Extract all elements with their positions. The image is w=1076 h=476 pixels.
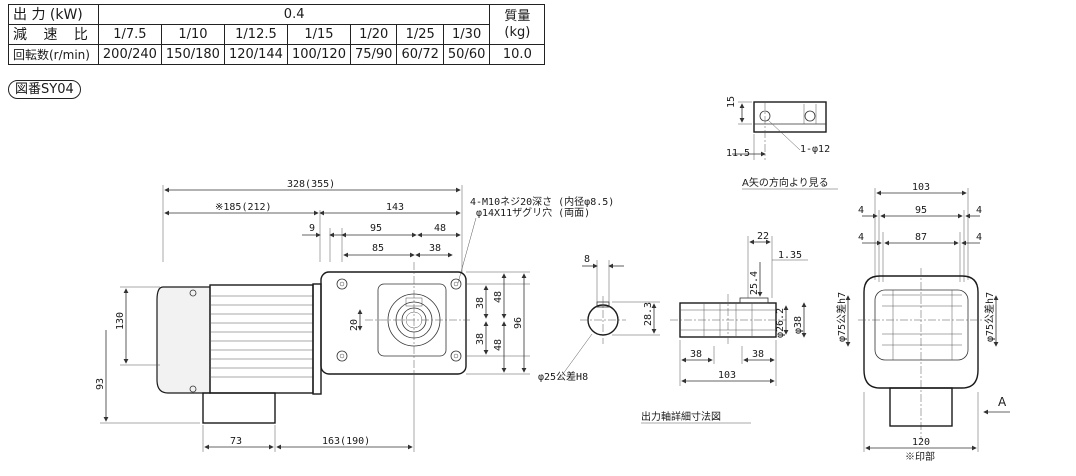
dim-328: 328(355) <box>287 179 335 190</box>
dim-95-side: 95 <box>915 205 927 216</box>
motor-endcap <box>156 286 211 394</box>
shaft-detail: 8 28.3 φ25公差H8 22 1.35 25.4 φ26.2 φ38 <box>538 231 808 424</box>
rpm-cell: 50/60 <box>442 44 491 65</box>
dim-11-5: 11.5 <box>726 148 750 159</box>
dim-103-side: 103 <box>912 182 930 193</box>
dim-26-2: φ26.2 <box>775 308 786 338</box>
screw-note-1: 4-M10ネジ20深さ (内径φ8.5) <box>470 195 614 208</box>
rpm-cell: 75/90 <box>349 44 398 65</box>
bore-tolerance: φ25公差H8 <box>538 370 588 383</box>
dim-73: 73 <box>230 436 242 447</box>
dim-38: 38 <box>429 243 441 254</box>
dim-25-4: 25.4 <box>749 271 760 295</box>
arrow-view-caption: A矢の方向より見る <box>742 176 829 189</box>
motor-terminal-box <box>202 392 276 424</box>
arrow-view: 15 11.5 1-φ12 A矢の方向より見る <box>726 96 838 190</box>
dim-163: 163(190) <box>322 436 370 447</box>
side-view: 103 95 4 4 87 4 4 φ75公差h7 φ75公差h7 <box>835 182 1010 463</box>
dim-87: 87 <box>915 232 927 243</box>
side-terminal-box <box>889 387 953 427</box>
side-housing <box>863 275 979 389</box>
dim-22: 22 <box>757 231 769 242</box>
rpm-cell: 60/72 <box>396 44 444 65</box>
dim-38-left: 38 <box>690 349 702 360</box>
mass-label-1: 質量 <box>504 8 531 24</box>
screw-hole-icon <box>450 278 462 290</box>
dim-48: 48 <box>434 223 446 234</box>
motor-flange <box>312 283 322 395</box>
mass-label-2: (kg) <box>504 24 531 40</box>
dim-95: 95 <box>370 223 382 234</box>
mass-value: 10.0 <box>489 44 546 65</box>
foot-outline <box>753 101 827 133</box>
mount-hole <box>804 110 816 122</box>
dim-75-right: φ75公差h7 <box>983 292 996 342</box>
dim-75-left: φ75公差h7 <box>835 292 848 342</box>
cooling-fins <box>210 295 313 378</box>
dim-38-upper: 38 <box>475 297 486 309</box>
dim-48-upper: 48 <box>493 291 504 303</box>
dim-143: 143 <box>386 202 404 213</box>
screw-hole-icon <box>450 350 462 362</box>
dim-93: 93 <box>95 378 106 390</box>
dim-4-b: 4 <box>976 205 982 216</box>
hole-callout: 1-φ12 <box>800 144 830 155</box>
table-row: 減 速 比 1/7.5 1/10 1/12.5 1/15 1/20 1/25 1… <box>8 24 545 45</box>
view-arrow-a: A <box>998 395 1007 409</box>
dim-4-a: 4 <box>858 205 864 216</box>
dim-120: 120 <box>912 437 930 448</box>
spec-table: 出 力 (kW) 0.4 質量 (kg) 減 速 比 1/7.5 1/10 1/… <box>8 4 546 65</box>
dim-96: 96 <box>513 317 524 329</box>
dim-8: 8 <box>584 254 590 265</box>
dim-48-lower: 48 <box>493 339 504 351</box>
dim-28-3: 28.3 <box>643 302 654 326</box>
note-mark: ※印部 <box>905 450 935 463</box>
shaft-detail-caption: 出力軸詳細寸法図 <box>641 410 721 423</box>
dim-130: 130 <box>115 312 126 330</box>
figure-label: 図番SY04 <box>8 80 81 99</box>
dim-38-right: 38 <box>752 349 764 360</box>
rpm-label: 回転数(r/min) <box>8 44 99 65</box>
ratio-cell: 1/12.5 <box>223 24 288 45</box>
bolt-icon <box>189 289 197 297</box>
main-view: 328(355) ※185(212) 143 9 95 48 85 38 4-M… <box>95 179 614 452</box>
table-row: 回転数(r/min) 200/240 150/180 120/144 100/1… <box>8 44 546 65</box>
rpm-cell: 200/240 <box>97 44 162 65</box>
bolt-icon <box>189 385 197 393</box>
gearbox-housing <box>320 271 467 375</box>
screw-note-2: φ14X11ザグリ穴 (両面) <box>476 206 590 219</box>
dim-20: 20 <box>349 319 360 331</box>
dim-4-c: 4 <box>858 232 864 243</box>
rpm-cell: 120/144 <box>223 44 288 65</box>
rpm-cell: 100/120 <box>286 44 351 65</box>
screw-hole-icon <box>336 350 348 362</box>
dim-103-shaft: 103 <box>718 370 736 381</box>
dim-85: 85 <box>372 243 384 254</box>
dim-9: 9 <box>309 223 315 234</box>
screw-hole-icon <box>336 278 348 290</box>
dim-38-dia: φ38 <box>793 316 804 334</box>
ratio-cell: 1/7.5 <box>97 24 162 45</box>
dim-1-35: 1.35 <box>778 250 802 261</box>
dim-15: 15 <box>726 96 737 108</box>
dim-38-lower: 38 <box>475 333 486 345</box>
dim-185: ※185(212) <box>215 202 272 213</box>
dim-4-d: 4 <box>976 232 982 243</box>
